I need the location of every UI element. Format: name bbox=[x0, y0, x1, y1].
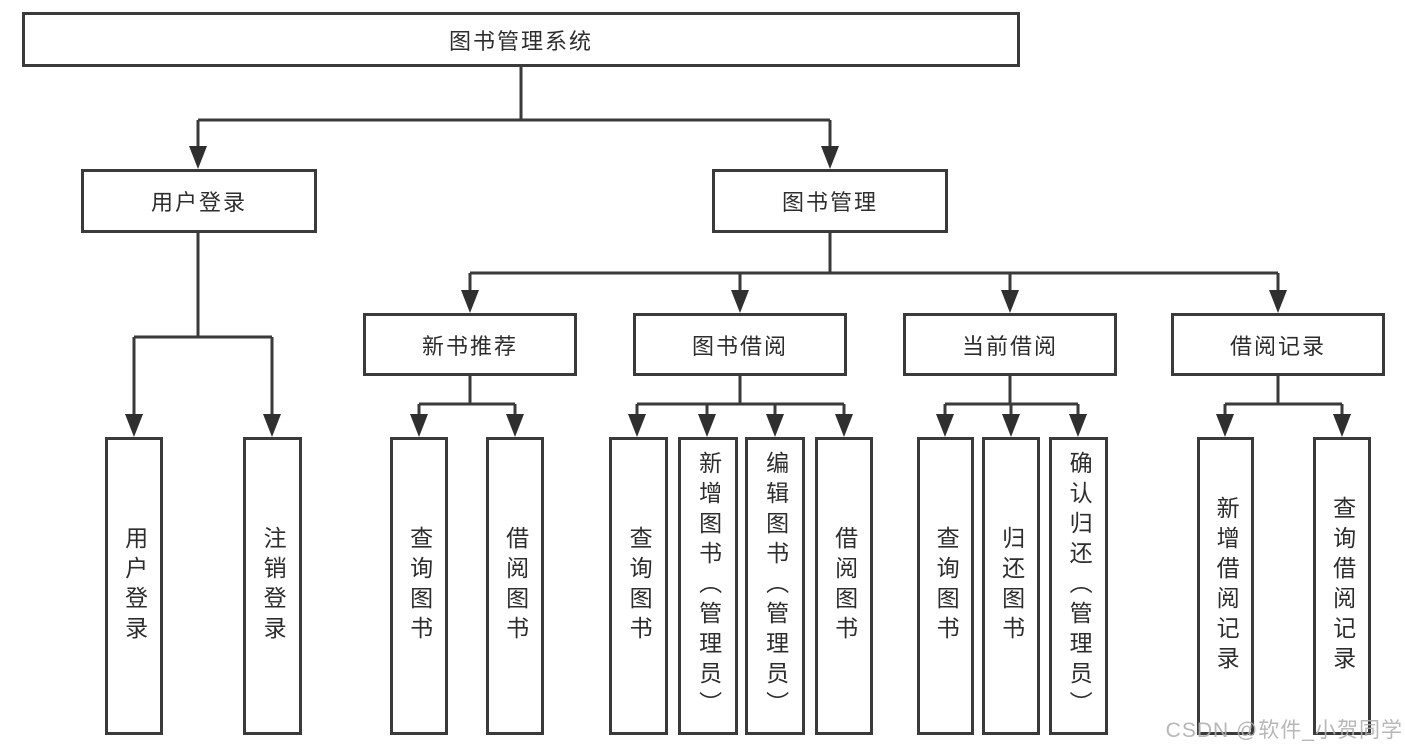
node-query-books: 查询图书 bbox=[917, 437, 974, 735]
connector-newbook bbox=[417, 376, 517, 417]
arrow-icon bbox=[628, 414, 646, 437]
connector-mgmt bbox=[468, 233, 1280, 291]
node-user-login: 用户登录 bbox=[81, 169, 317, 233]
arrow-icon bbox=[835, 414, 853, 437]
arrow-icon bbox=[1216, 414, 1234, 437]
arrow-icon bbox=[461, 290, 479, 313]
node-new-book-recommend: 新书推荐 bbox=[363, 313, 577, 376]
arrow-icon bbox=[1002, 414, 1020, 437]
connector-record bbox=[1223, 376, 1344, 417]
arrow-icon bbox=[1069, 414, 1087, 437]
node-current-borrowing: 当前借阅 bbox=[903, 313, 1117, 376]
arrow-icon bbox=[698, 414, 716, 437]
node-borrow-books: 借阅图书 bbox=[815, 437, 873, 735]
node-library-system: 图书管理系统 bbox=[22, 12, 1020, 67]
node-confirm-return-admin: 确认归还（管理员） bbox=[1049, 437, 1108, 735]
connector-login bbox=[132, 233, 274, 417]
arrow-icon bbox=[263, 414, 281, 437]
node-query-books: 查询图书 bbox=[390, 437, 448, 735]
csdn-watermark: CSDN @软件_小贺同学 bbox=[1165, 719, 1403, 742]
node-edit-books-admin: 编辑图书（管理员） bbox=[745, 437, 805, 735]
arrow-icon bbox=[189, 146, 207, 169]
arrow-icon bbox=[1333, 414, 1351, 437]
connector-borrow bbox=[635, 376, 846, 417]
arrow-icon bbox=[506, 414, 524, 437]
node-borrowing-records: 借阅记录 bbox=[1171, 313, 1385, 376]
node-borrow-books: 借阅图书 bbox=[486, 437, 544, 735]
arrow-icon bbox=[766, 414, 784, 437]
node-return-books: 归还图书 bbox=[982, 437, 1040, 735]
arrow-icon bbox=[125, 414, 143, 437]
node-query-books: 查询图书 bbox=[609, 437, 668, 735]
connector-root bbox=[196, 67, 832, 147]
arrow-icon bbox=[1001, 290, 1019, 313]
arrow-icon bbox=[1269, 290, 1287, 313]
node-query-borrow-record: 查询借阅记录 bbox=[1313, 437, 1371, 735]
node-book-management: 图书管理 bbox=[712, 169, 948, 233]
arrowheads bbox=[125, 146, 1351, 437]
node-logout-action: 注销登录 bbox=[243, 437, 302, 735]
arrow-icon bbox=[936, 414, 954, 437]
node-add-borrow-record: 新增借阅记录 bbox=[1197, 437, 1254, 735]
node-add-books-admin: 新增图书（管理员） bbox=[678, 437, 738, 735]
node-user-login-action: 用户登录 bbox=[105, 437, 163, 735]
node-book-borrowing: 图书借阅 bbox=[633, 313, 847, 376]
arrow-icon bbox=[821, 146, 839, 169]
arrow-icon bbox=[731, 290, 749, 313]
arrow-icon bbox=[410, 414, 428, 437]
connector-current bbox=[943, 376, 1080, 417]
